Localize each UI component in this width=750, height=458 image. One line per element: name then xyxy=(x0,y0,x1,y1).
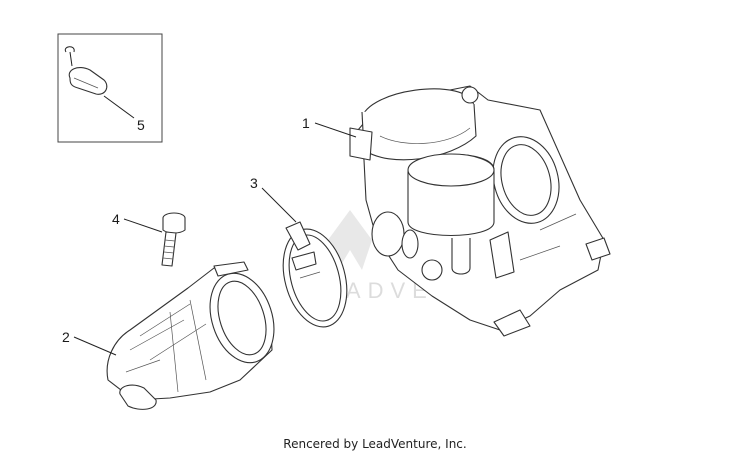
footer-credit: Rencered by LeadVenture, Inc. xyxy=(283,437,467,451)
inset-box xyxy=(57,33,163,143)
callout-3: 3 xyxy=(250,175,297,223)
callout-4: 4 xyxy=(112,211,163,233)
part-5-clip[interactable] xyxy=(64,46,108,95)
callout-label-3: 3 xyxy=(250,175,258,191)
callout-2: 2 xyxy=(62,329,117,356)
part-1-throttle-body[interactable] xyxy=(349,82,611,337)
part-3-clamp[interactable] xyxy=(273,221,357,334)
callout-label-5: 5 xyxy=(137,117,145,133)
callout-label-1: 1 xyxy=(302,115,310,131)
callout-5: 5 xyxy=(103,95,145,133)
callout-label-4: 4 xyxy=(112,211,120,227)
part-4-bolt[interactable] xyxy=(161,212,186,267)
callout-label-2: 2 xyxy=(62,329,70,345)
part-2-manifold[interactable] xyxy=(106,261,285,410)
callout-1: 1 xyxy=(302,115,357,138)
